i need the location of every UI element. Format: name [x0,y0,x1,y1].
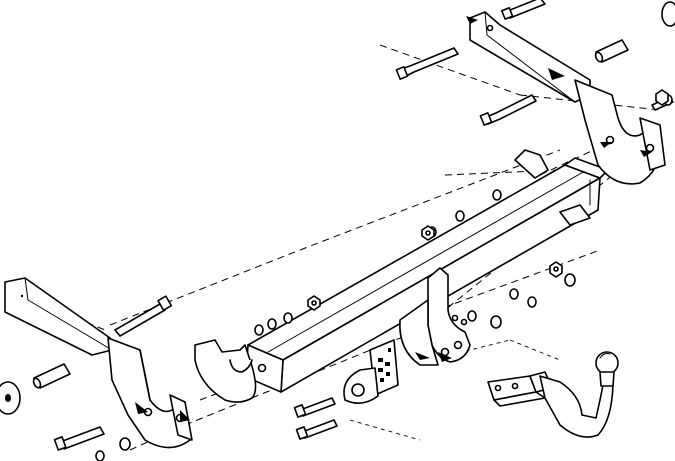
left-beam-mount [194,339,267,403]
washer [509,288,519,300]
washer [467,310,477,322]
bolt [53,426,105,451]
washer [254,324,264,336]
nut [655,89,669,106]
washer [492,189,502,201]
large-washer [0,381,21,415]
tow-ball-arm [487,351,619,438]
washer [95,450,105,461]
bolt [293,397,336,418]
washer [490,315,502,329]
spacer-tube [32,363,71,389]
bolts [53,0,674,451]
washer [119,437,131,451]
center-mount-plate [399,267,471,366]
washer [455,210,465,222]
large-washer [661,1,675,27]
washer [564,273,576,287]
washer [283,312,293,324]
socket-plate [343,339,399,404]
bolt [479,94,537,126]
left-bracket [4,277,193,449]
bolt [295,419,338,440]
washer [267,318,277,330]
bolt [114,295,173,337]
washer [527,296,537,308]
spacer-tube [594,39,629,63]
bolt [500,0,546,20]
bolt [395,47,459,80]
nuts [307,89,669,311]
spacer-tubes [32,39,629,389]
right-bracket [466,11,666,185]
